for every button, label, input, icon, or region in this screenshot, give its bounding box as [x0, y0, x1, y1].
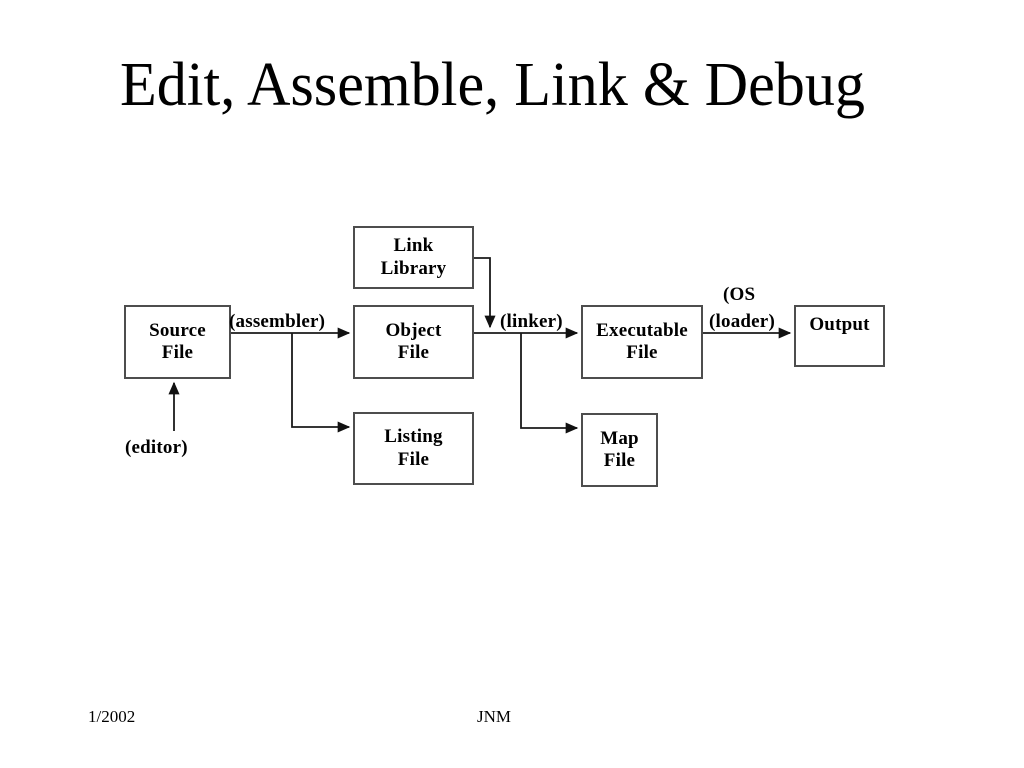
node-link-library[interactable]: Link Library: [353, 226, 474, 289]
footer-author: JNM: [477, 707, 512, 726]
edge-label-linker: (linker): [500, 311, 563, 332]
node-executable-file-line1: Executable: [596, 319, 688, 341]
node-source-file[interactable]: Source File: [124, 305, 231, 379]
node-listing-file-line1: Listing: [384, 426, 443, 448]
node-source-file-line1: Source: [149, 319, 206, 341]
node-link-library-line2: Library: [380, 257, 447, 279]
edge-label-os-line2: (loader): [709, 311, 775, 332]
node-link-library-line1: Link: [393, 235, 434, 257]
edge-object-to-map: [520, 333, 579, 434]
edge-label-editor: (editor): [125, 437, 188, 458]
node-listing-file[interactable]: Listing File: [353, 412, 474, 485]
node-output[interactable]: Output: [794, 305, 885, 367]
edge-linklibrary-to-linker: [474, 257, 496, 329]
page-title: Edit, Assemble, Link & Debug: [120, 51, 866, 119]
edge-label-os-line1: (OS: [723, 284, 756, 305]
edge-label-assembler: (assembler): [229, 311, 326, 332]
footer-date: 1/2002: [88, 707, 136, 726]
node-object-file[interactable]: Object File: [353, 305, 474, 379]
node-map-file-line2: File: [603, 450, 636, 471]
node-executable-file-line2: File: [626, 342, 658, 363]
node-object-file-line2: File: [397, 342, 430, 363]
node-source-file-line2: File: [161, 342, 194, 363]
node-executable-file[interactable]: Executable File: [581, 305, 703, 379]
node-listing-file-line2: File: [397, 448, 430, 470]
node-map-file-line1: Map: [600, 427, 639, 449]
edge-source-to-listing: [291, 333, 351, 433]
node-output-line1: Output: [809, 314, 870, 335]
node-map-file[interactable]: Map File: [581, 413, 658, 487]
node-object-file-line1: Object: [385, 319, 442, 341]
